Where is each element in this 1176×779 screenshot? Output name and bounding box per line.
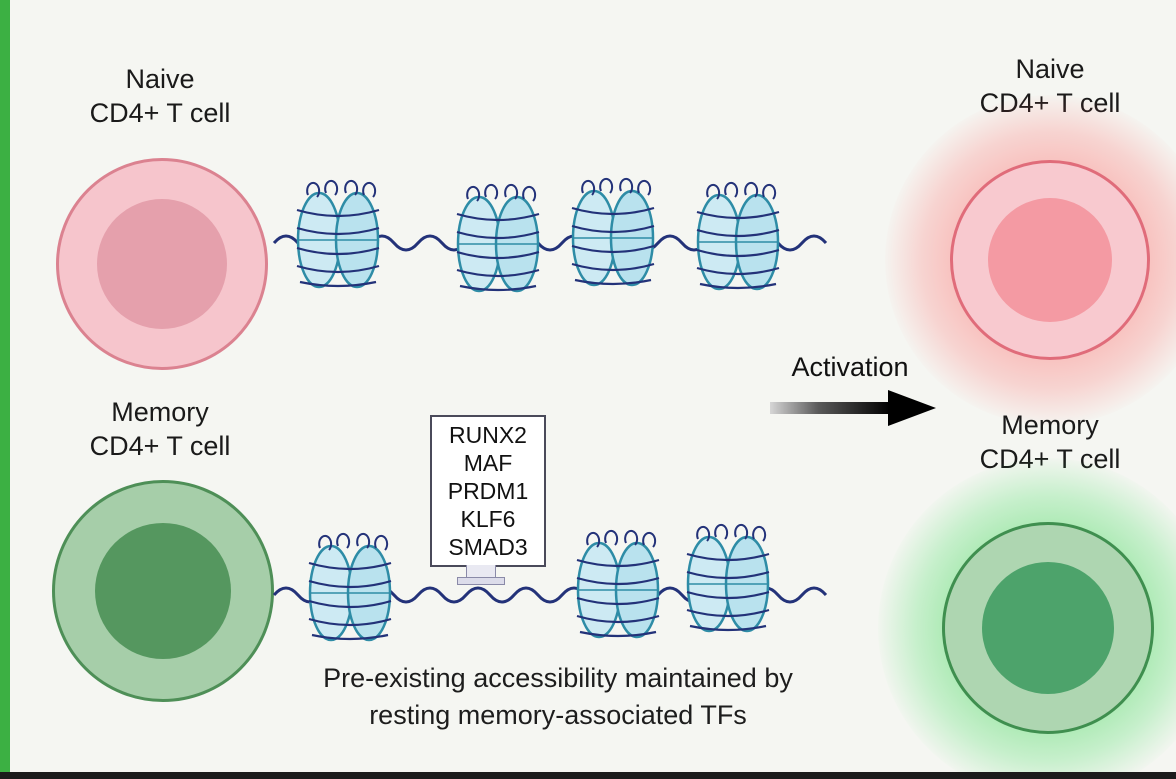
naive-label-right-line1: Naive [1015,54,1085,84]
tf-runx2: RUNX2 [449,422,527,448]
naive-cd4-label-left: Naive CD4+ T cell [50,62,270,130]
memory-cd4-cell-right [942,522,1154,734]
activation-label: Activation [791,352,909,382]
naive-cd4-cell-right [950,160,1150,360]
memory-cd4-cell-left [52,480,274,702]
naive-cell-right-nucleus [988,198,1112,322]
naive-label-left-line2: CD4+ T cell [89,98,231,128]
memory-label-left-line1: Memory [111,397,209,427]
naive-label-left-line1: Naive [125,64,195,94]
bottom-dark-border [0,772,1176,779]
tf-box-connector-base [457,577,505,585]
activation-arrow-icon [770,390,936,426]
tf-prdm1: PRDM1 [447,478,529,504]
memory-cell-left-nucleus [95,523,231,659]
caption-line1: Pre-existing accessibility maintained by [323,663,793,693]
memory-label-left-line2: CD4+ T cell [89,431,231,461]
tf-maf: MAF [463,450,513,476]
memory-cell-right-nucleus [982,562,1114,694]
caption-line2: resting memory-associated TFs [369,700,747,730]
chromatin-strand-memory-icon [272,523,828,642]
naive-cd4-label-right: Naive CD4+ T cell [940,52,1160,120]
chromatin-strand-naive-icon [272,177,828,293]
naive-label-right-line2: CD4+ T cell [940,86,1160,120]
memory-cd4-label-left: Memory CD4+ T cell [50,395,270,463]
figure-caption: Pre-existing accessibility maintained by… [258,660,858,734]
tf-smad3: SMAD3 [448,534,528,560]
memory-label-right-line1: Memory [1001,410,1099,440]
left-green-border [0,0,10,779]
tf-box: RUNX2 MAF PRDM1 KLF6 SMAD3 [430,415,546,567]
naive-cell-left-nucleus [97,199,227,329]
tf-klf6: KLF6 [460,506,516,532]
naive-cd4-cell-left [56,158,268,370]
